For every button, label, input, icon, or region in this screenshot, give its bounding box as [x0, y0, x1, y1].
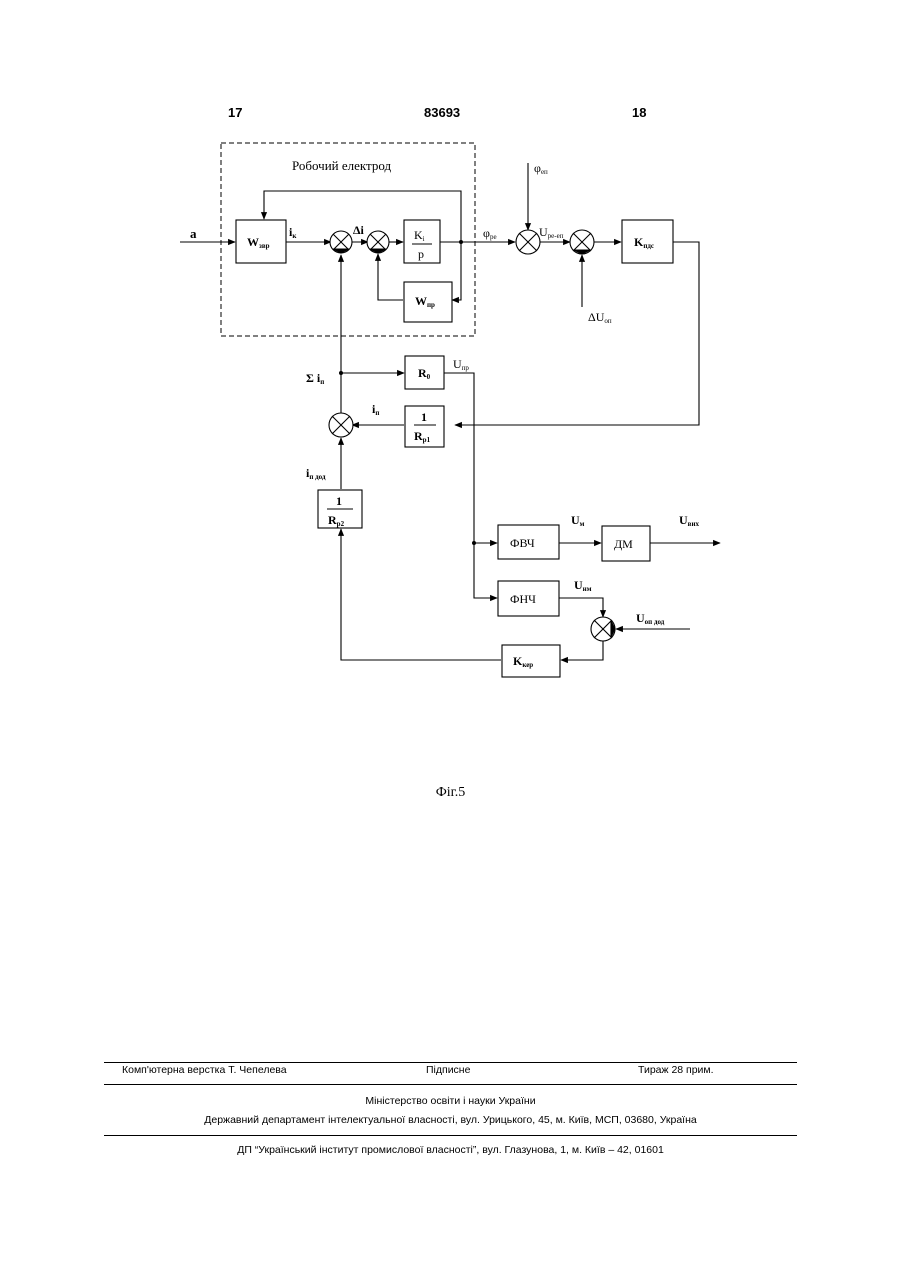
u-vyh-label: Uвих — [679, 513, 699, 528]
phi-ep-label: φеп — [534, 161, 548, 176]
sum-node-6 — [591, 617, 615, 641]
dm-label: ДМ — [614, 537, 633, 551]
u-pr-line — [444, 373, 497, 543]
footer-rule-middle — [104, 1084, 797, 1085]
footer-signed: Підписне — [426, 1064, 470, 1076]
ki-denominator: p — [418, 247, 424, 261]
sum-node-5 — [329, 413, 353, 437]
to-wpr-line — [452, 242, 461, 300]
phi-re-label: φре — [483, 226, 497, 241]
u-nm-line — [559, 598, 603, 617]
fvch-label: ФВЧ — [510, 536, 535, 550]
frame-label: Робочий електрод — [292, 158, 392, 173]
footer-circulation: Тираж 28 прим. — [638, 1064, 714, 1076]
u-op-dod-label: Uоп дод — [636, 611, 665, 626]
footer-rule-bottom — [104, 1135, 797, 1136]
sum-node-3 — [516, 230, 540, 254]
sum-node-2 — [367, 231, 389, 253]
kker-output-line — [341, 529, 501, 660]
u-pr-label: Uпр — [453, 357, 469, 372]
footer-layout: Комп'ютерна верстка Т. Чепелева — [122, 1064, 287, 1076]
rp2-numerator: 1 — [336, 494, 342, 508]
junction-dot — [472, 541, 476, 545]
to-kker-line — [561, 641, 603, 660]
footer-rule-top — [104, 1062, 797, 1063]
footer-department: Державний департамент інтелектуальної вл… — [0, 1114, 901, 1126]
u-re-ep-label: Uре-еп — [539, 225, 564, 240]
sum-node-1 — [330, 231, 352, 253]
sum-ip-label: Σ iп — [306, 371, 324, 386]
ik-label: iк — [289, 225, 297, 240]
u-nm-label: Uнм — [574, 578, 592, 593]
block-diagram: Робочий електрод — [0, 0, 901, 800]
ip-dod-label: iп дод — [306, 466, 326, 481]
footer-institute: ДП “Український інститут промислової вла… — [0, 1144, 901, 1156]
junction-dot — [459, 240, 463, 244]
u-m-label: Uм — [571, 513, 585, 528]
rp1-numerator: 1 — [421, 410, 427, 424]
figure-caption: Фіг.5 — [0, 785, 901, 801]
input-a-label: a — [190, 226, 197, 241]
delta-u-op-label: ΔUоп — [588, 310, 612, 325]
delta-i-label: Δi — [353, 223, 365, 237]
footer-ministry: Міністерство освіти і науки України — [0, 1095, 901, 1107]
junction-dot — [339, 371, 343, 375]
fnch-label: ФНЧ — [510, 592, 536, 606]
sum-node-4 — [570, 230, 594, 254]
to-fnch-line — [474, 543, 497, 598]
kpds-output-line — [455, 242, 699, 425]
ip-label: iп — [372, 402, 379, 417]
wpr-feedback-line — [378, 254, 403, 300]
